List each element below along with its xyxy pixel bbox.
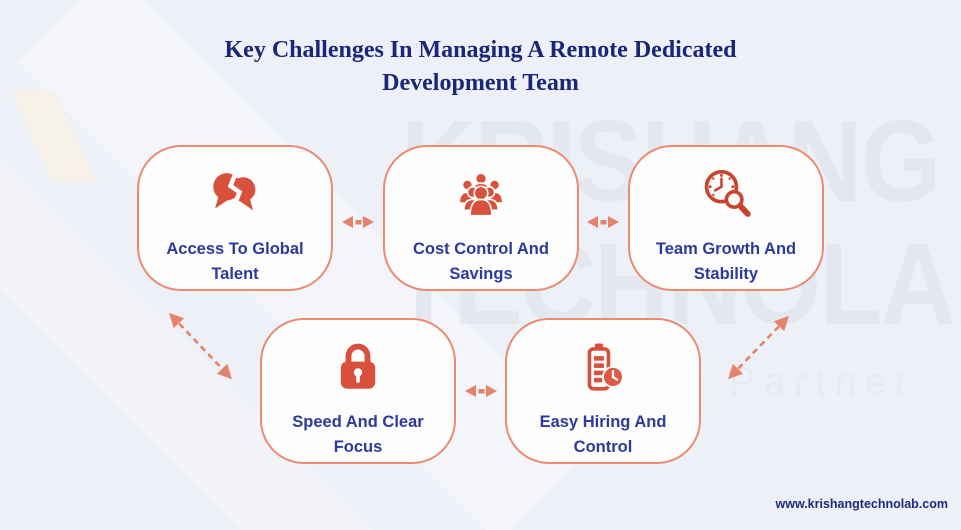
challenge-card-team-growth-stability: Team Growth And Stability (628, 145, 824, 291)
card-label: Easy Hiring And Control (539, 413, 667, 456)
clock-search-icon (704, 169, 751, 217)
card-icon-plate (197, 159, 273, 229)
website-url: www.krishangtechnolab.com (775, 497, 949, 511)
page-title: Key Challenges In Managing A Remote Dedi… (224, 37, 737, 97)
padlock-icon (340, 343, 376, 389)
watermark-partner: T Partner (678, 360, 916, 404)
card-label: Access To Global Talent (166, 240, 304, 283)
broken-communication-icon (213, 169, 256, 214)
card-icon-plate (320, 332, 396, 402)
card-icon-plate (565, 332, 641, 402)
card-icon-plate (443, 159, 519, 229)
challenge-card-cost-control-savings: Cost Control And Savings (383, 145, 579, 291)
card-label: Team Growth And Stability (655, 240, 797, 283)
card-label: Cost Control And Savings (413, 240, 549, 283)
card-icon-plate (688, 159, 764, 229)
challenge-card-speed-clear-focus: Speed And Clear Focus (260, 318, 456, 464)
battery-clock-icon (587, 343, 624, 391)
challenge-card-easy-hiring-control: Easy Hiring And Control (505, 318, 701, 464)
challenge-card-access-global-talent: Access To Global Talent (137, 145, 333, 291)
team-group-icon (458, 172, 504, 217)
card-label: Speed And Clear Focus (292, 413, 424, 456)
